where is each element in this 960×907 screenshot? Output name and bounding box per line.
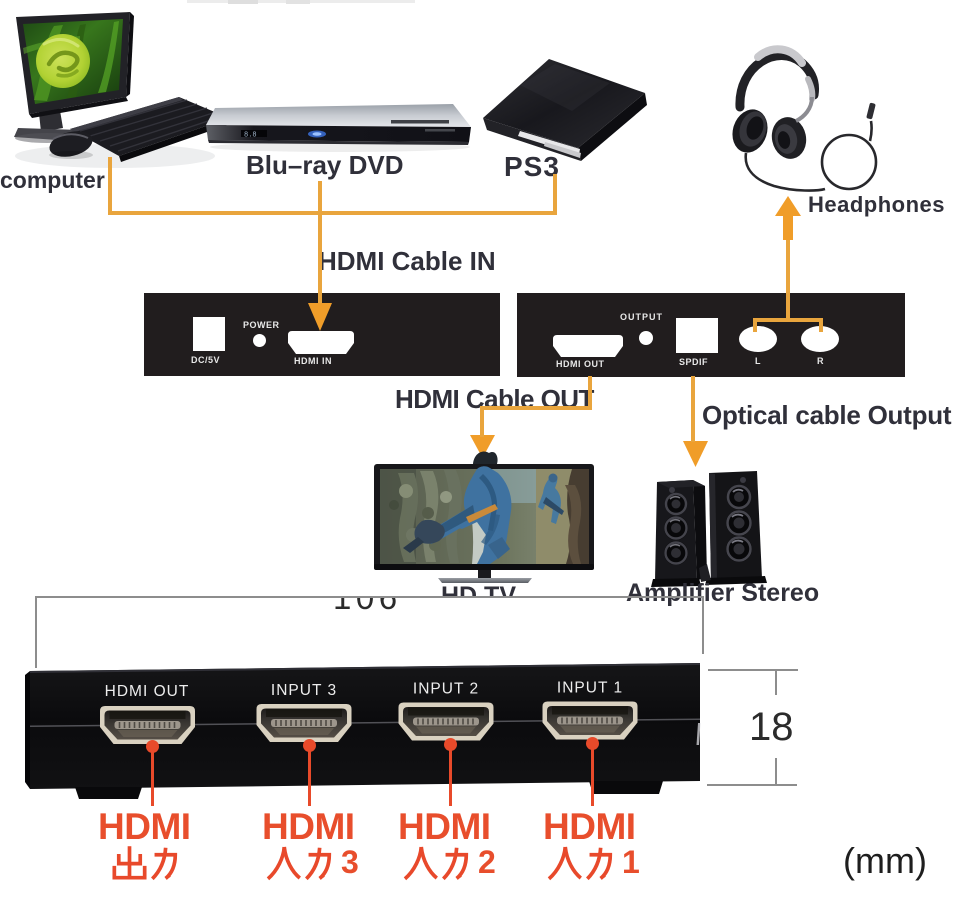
svg-text:INPUT 1: INPUT 1 — [557, 680, 623, 697]
svg-text:8.8: 8.8 — [244, 132, 257, 140]
svg-text:INPUT 3: INPUT 3 — [271, 682, 337, 699]
svg-text:HDMI OUT: HDMI OUT — [105, 683, 190, 700]
svg-text:INPUT 2: INPUT 2 — [413, 681, 479, 698]
